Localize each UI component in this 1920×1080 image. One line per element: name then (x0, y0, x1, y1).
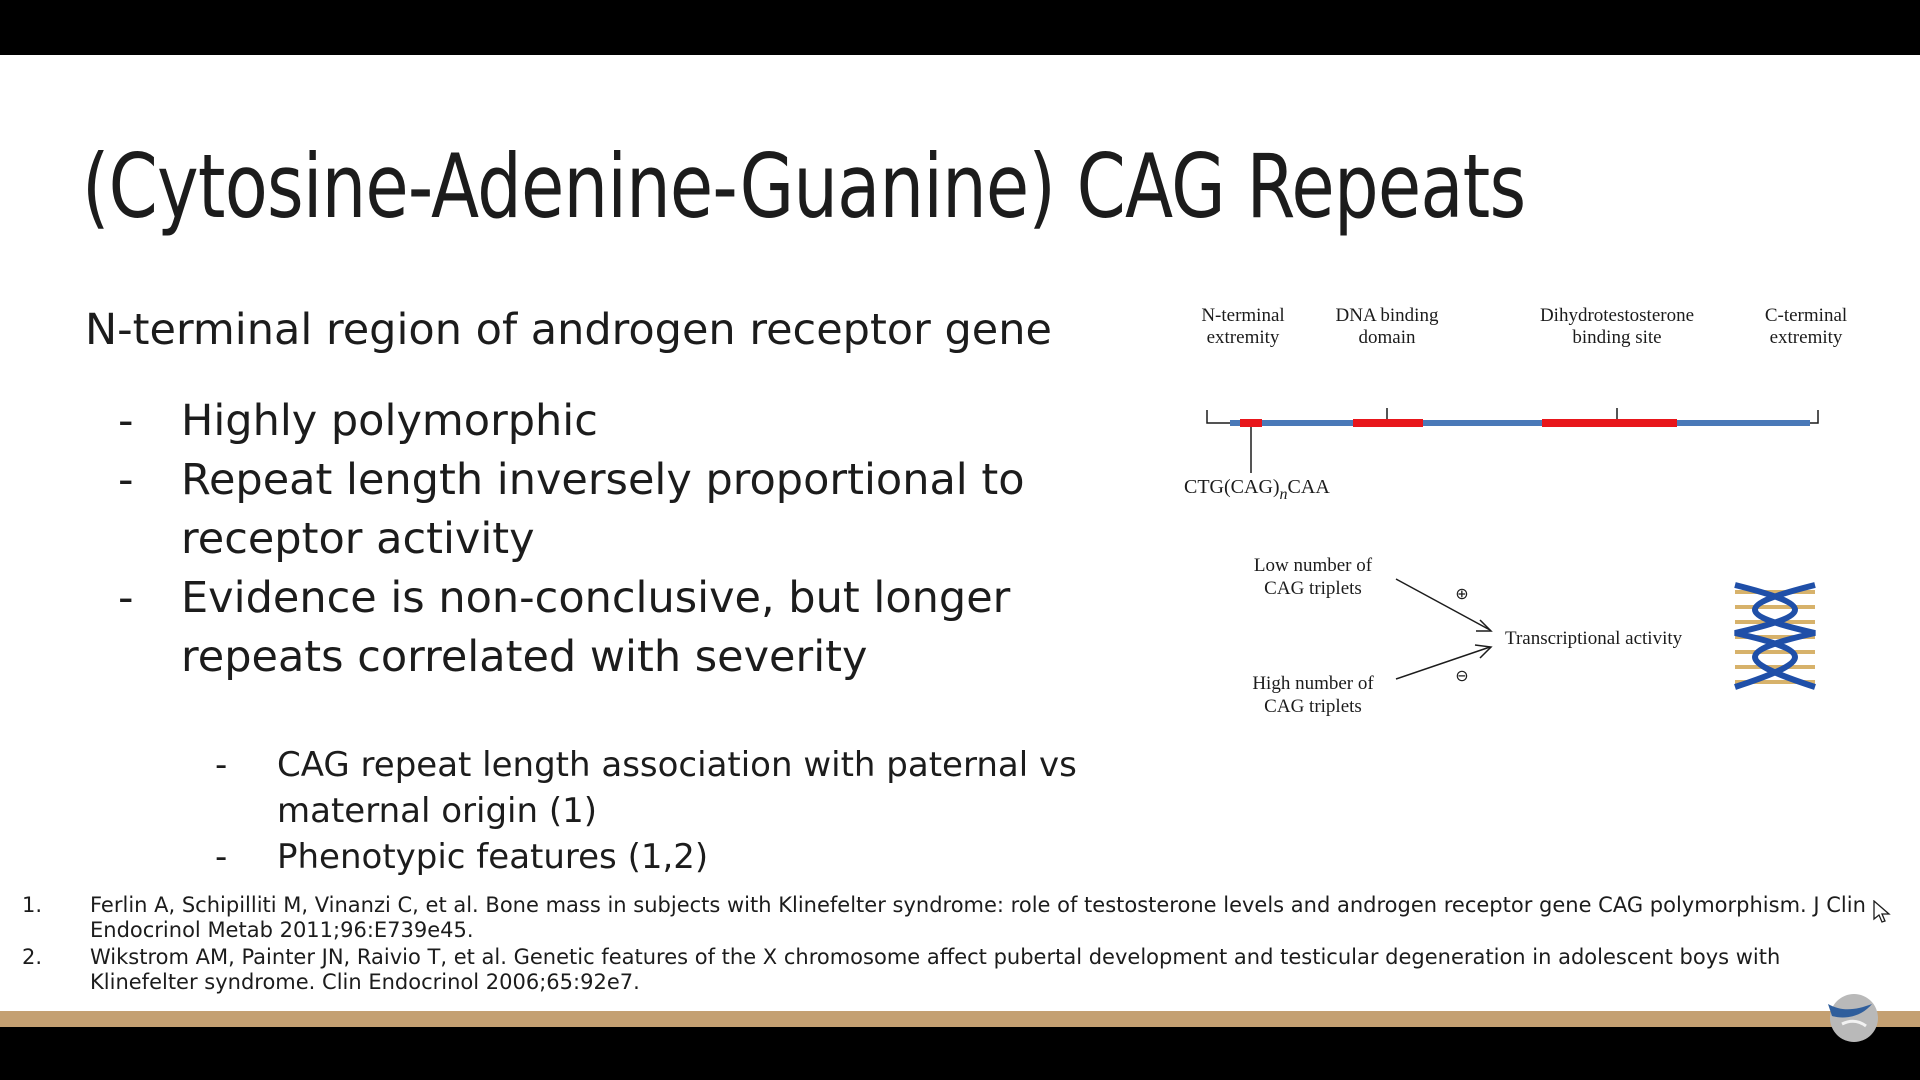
dna-binding-label-2: domain (1359, 327, 1416, 348)
dna-binding-label-1: DNA binding (1336, 305, 1439, 326)
dht-binding-region (1542, 419, 1677, 427)
bullet-text: Highly polymorphic (181, 396, 598, 446)
plus-sign: ⊕ (1455, 584, 1468, 603)
sub-bullet-item: - CAG repeat length association with pat… (215, 742, 1137, 834)
gene-bar-line (1230, 420, 1810, 426)
slide: (Cytosine-Adenine-Guanine) CAG Repeats N… (0, 55, 1920, 1011)
channel-logo-icon (1828, 994, 1878, 1042)
bullet-item: - Highly polymorphic (118, 392, 1111, 451)
androgen-receptor-figure: N-terminal extremity DNA binding domain … (1184, 305, 1847, 717)
sub-bullet-item: - Phenotypic features (1,2) (215, 834, 1137, 880)
low-arrow-head (1476, 619, 1493, 632)
high-cag-label-2: CAG triplets (1264, 696, 1362, 717)
high-arrow-line (1395, 646, 1491, 680)
reference-number: 2. (22, 945, 43, 969)
c-terminal-label-1: C-terminal (1765, 305, 1847, 326)
accent-strip (0, 1011, 1920, 1027)
low-cag-label-2: CAG triplets (1264, 578, 1362, 599)
sequence-prefix: CTG(CAG) (1184, 476, 1280, 498)
sub-bullet-dash: - (215, 837, 228, 877)
slide-subheading: N-terminal region of androgen receptor g… (85, 305, 1052, 355)
transcriptional-activity-label: Transcriptional activity (1505, 628, 1683, 649)
dht-label-2: binding site (1572, 327, 1661, 348)
bullet-dash: - (118, 396, 134, 446)
bullet-item: - Evidence is non-conclusive, but longer… (118, 569, 1111, 687)
bullet-text: Repeat length inversely proportional to … (181, 455, 1025, 564)
letterbox-bottom (0, 1027, 1920, 1080)
c-terminal-label-2: extremity (1770, 327, 1843, 348)
dht-label-1: Dihydrotestosterone (1540, 305, 1694, 326)
low-arrow-line (1395, 578, 1491, 631)
n-terminal-label-1: N-terminal (1201, 305, 1284, 326)
minus-sign: ⊖ (1455, 666, 1468, 685)
gene-bar (1206, 408, 1819, 473)
bullet-item: - Repeat length inversely proportional t… (118, 451, 1111, 569)
reference-text: Ferlin A, Schipilliti M, Vinanzi C, et a… (90, 893, 1866, 942)
bullet-text: Evidence is non-conclusive, but longer r… (181, 573, 1011, 682)
reference-text: Wikstrom AM, Painter JN, Raivio T, et al… (90, 945, 1781, 994)
cag-sequence: CTG(CAG)nCAA (1184, 476, 1330, 503)
low-cag-label-1: Low number of (1254, 555, 1373, 576)
sequence-suffix: CAA (1288, 476, 1331, 498)
high-cag-label-1: High number of (1252, 673, 1374, 694)
cag-repeat-region (1240, 419, 1262, 427)
reference-item: 1. Ferlin A, Schipilliti M, Vinanzi C, e… (0, 893, 1920, 943)
slide-title: (Cytosine-Adenine-Guanine) CAG Repeats (82, 135, 1526, 238)
bullet-dash: - (118, 573, 134, 623)
dna-helix-icon (1734, 582, 1816, 690)
sub-bullet-text: CAG repeat length association with pater… (277, 745, 1077, 831)
gene-domain-labels: N-terminal extremity DNA binding domain … (1201, 305, 1847, 348)
dna-binding-region (1353, 419, 1423, 427)
cag-effect-diagram: Low number of CAG triplets High number o… (1252, 555, 1682, 717)
mouse-cursor-icon (1873, 900, 1891, 923)
sequence-subscript: n (1280, 486, 1288, 503)
reference-number: 1. (22, 893, 43, 917)
n-terminal-label-2: extremity (1207, 327, 1280, 348)
letterbox-top (0, 0, 1920, 55)
reference-item: 2. Wikstrom AM, Painter JN, Raivio T, et… (0, 945, 1920, 995)
high-arrow-head (1474, 644, 1493, 659)
bullet-dash: - (118, 455, 134, 505)
sub-bullet-text: Phenotypic features (1,2) (277, 837, 709, 877)
sub-bullet-dash: - (215, 745, 228, 785)
